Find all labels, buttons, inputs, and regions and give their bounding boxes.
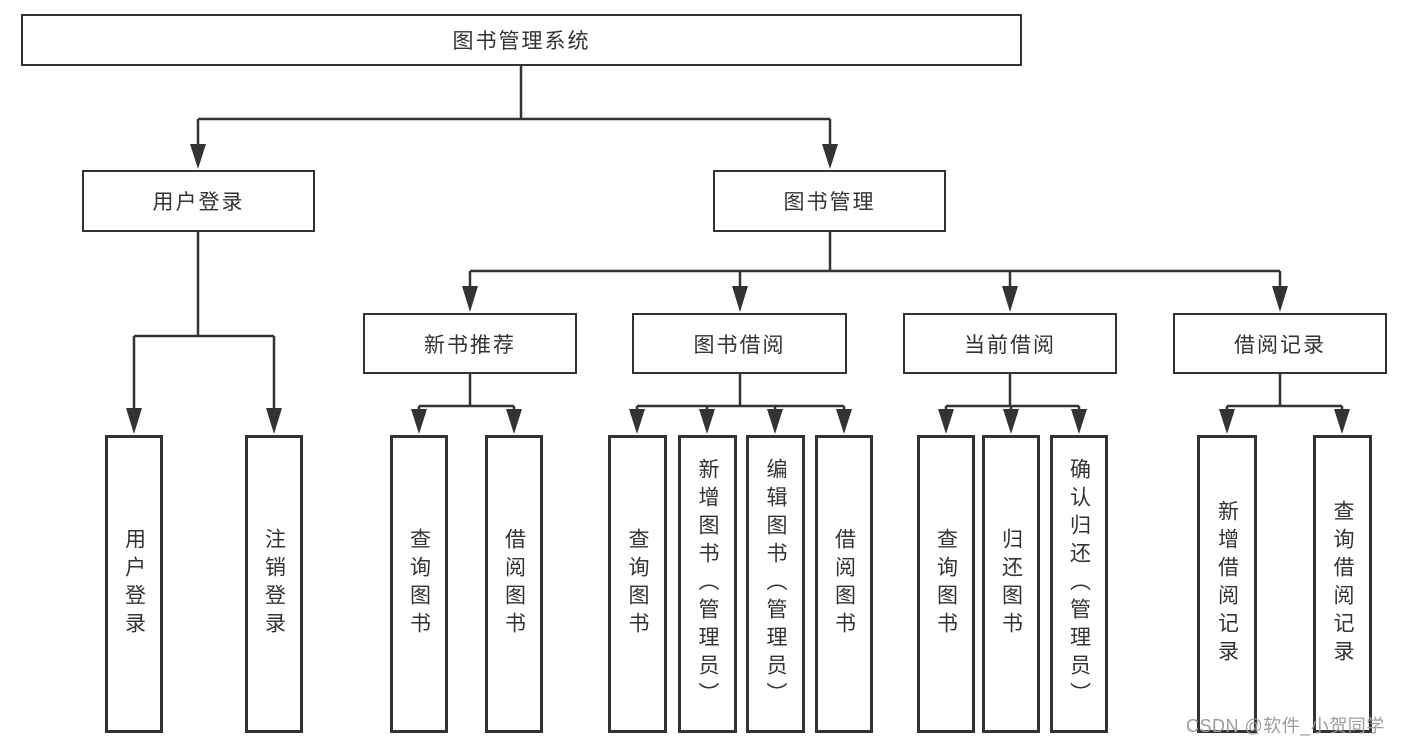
leaf-add-books-admin-label: 新增图书（管理员） — [696, 458, 720, 710]
node-root-system-label: 图书管理系统 — [452, 30, 591, 53]
connector-user-login-to-leaves — [126, 232, 282, 434]
node-current-borrow: 当前借阅 — [903, 313, 1117, 374]
leaf-borrow-books-recommend-label: 借阅图书 — [502, 528, 526, 640]
node-book-borrow: 图书借阅 — [632, 313, 847, 374]
node-user-login: 用户登录 — [82, 170, 315, 232]
connector-current-borrow-to-leaves — [938, 374, 1087, 434]
leaf-add-borrow-record-label: 新增借阅记录 — [1215, 500, 1239, 668]
node-current-borrow-label: 当前借阅 — [964, 333, 1056, 357]
leaf-logout-label: 注销登录 — [262, 528, 286, 640]
leaf-query-books-borrow-label: 查询图书 — [626, 528, 650, 640]
node-borrow-record: 借阅记录 — [1173, 313, 1387, 374]
leaf-confirm-return-admin-label: 确认归还（管理员） — [1067, 458, 1091, 710]
node-borrow-record-label: 借阅记录 — [1234, 333, 1326, 357]
node-user-login-label: 用户登录 — [152, 191, 245, 214]
leaf-borrow-books-recommend: 借阅图书 — [485, 435, 543, 733]
leaf-confirm-return-admin: 确认归还（管理员） — [1050, 435, 1108, 733]
leaf-query-books-borrow: 查询图书 — [608, 435, 667, 733]
node-book-borrow-label: 图书借阅 — [693, 333, 786, 357]
node-book-management-label: 图书管理 — [783, 191, 876, 214]
leaf-user-login: 用户登录 — [105, 435, 163, 733]
leaf-return-books: 归还图书 — [982, 435, 1040, 733]
csdn-watermark: CSDN @软件_小贺同学 — [1186, 716, 1385, 736]
node-root-system: 图书管理系统 — [21, 14, 1022, 66]
connector-book-borrow-to-leaves — [629, 374, 852, 434]
node-new-book-recommend-label: 新书推荐 — [424, 333, 516, 357]
leaf-user-login-label: 用户登录 — [122, 528, 146, 640]
leaf-query-books-recommend: 查询图书 — [390, 435, 448, 733]
node-new-book-recommend: 新书推荐 — [363, 313, 577, 374]
leaf-query-books-recommend-label: 查询图书 — [407, 528, 431, 640]
leaf-borrow-books: 借阅图书 — [815, 435, 873, 733]
leaf-logout: 注销登录 — [245, 435, 303, 733]
leaf-query-books-current: 查询图书 — [917, 435, 975, 733]
connector-book-mgmt-to-level3 — [462, 232, 1288, 312]
connector-borrow-record-to-leaves — [1219, 374, 1350, 434]
connector-new-book-to-leaves — [411, 374, 522, 434]
leaf-add-borrow-record: 新增借阅记录 — [1197, 435, 1257, 733]
leaf-query-borrow-record: 查询借阅记录 — [1313, 435, 1372, 733]
node-book-management: 图书管理 — [713, 170, 946, 232]
leaf-query-borrow-record-label: 查询借阅记录 — [1331, 500, 1355, 668]
leaf-edit-books-admin: 编辑图书（管理员） — [746, 435, 805, 733]
leaf-add-books-admin: 新增图书（管理员） — [678, 435, 737, 733]
leaf-edit-books-admin-label: 编辑图书（管理员） — [764, 458, 788, 710]
leaf-borrow-books-label: 借阅图书 — [832, 528, 856, 640]
leaf-return-books-label: 归还图书 — [999, 528, 1023, 640]
leaf-query-books-current-label: 查询图书 — [934, 528, 958, 640]
connector-root-to-level2 — [190, 66, 838, 169]
